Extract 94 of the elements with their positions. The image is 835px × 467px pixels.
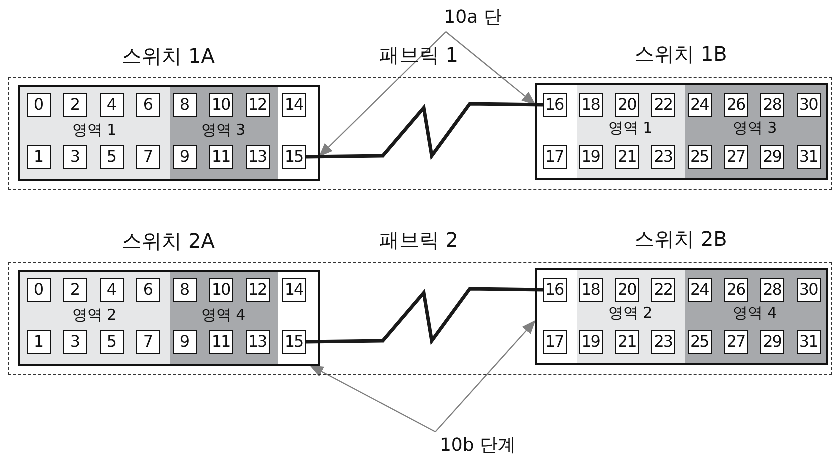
port-number: 3: [63, 144, 87, 168]
callout-label: 10b 단계: [425, 432, 531, 460]
port-number: 7: [136, 330, 160, 354]
zone-area: [684, 84, 826, 178]
port-number: 12: [246, 92, 270, 116]
zone-label: 영역 3: [732, 118, 778, 136]
port-number: 8: [172, 278, 196, 302]
port-number: 29: [760, 330, 784, 354]
zone-label: 영역 4: [200, 306, 247, 324]
port-number: 31: [796, 144, 821, 168]
port-number: 25: [688, 330, 712, 354]
port-number: 4: [100, 92, 124, 116]
port-number: 16: [542, 92, 566, 116]
switch-title: 스위치 1B: [634, 40, 728, 68]
port-number: 13: [246, 144, 270, 168]
port-number: 16: [542, 278, 566, 302]
port-number: 27: [724, 144, 748, 168]
port-number: 10: [209, 92, 233, 116]
zone-label: 영역 4: [732, 304, 778, 322]
port-number: 18: [578, 92, 603, 116]
port-number: 5: [100, 144, 124, 168]
connection-line: [306, 102, 544, 160]
port-number: 27: [724, 330, 748, 354]
switch-title: 스위치 2A: [121, 228, 216, 254]
port-number: 17: [542, 144, 566, 168]
callout-label: 10a 단: [425, 4, 521, 32]
zone-label: 영역 3: [200, 120, 247, 138]
leader-line: [435, 320, 536, 432]
port-number: 30: [796, 278, 821, 302]
port-number: 3: [63, 330, 87, 354]
port-number: 7: [136, 144, 160, 168]
port-number: 23: [651, 330, 676, 354]
port-number: 26: [724, 278, 748, 302]
leader-line: [319, 32, 447, 158]
port-number: 31: [796, 330, 821, 354]
port-number: 18: [578, 278, 603, 302]
zone-label: 영역 1: [71, 120, 118, 138]
port-number: 19: [578, 144, 603, 168]
port-number: 20: [615, 278, 640, 302]
port-number: 14: [282, 278, 306, 302]
port-number: 19: [578, 330, 603, 354]
port-number: 1: [26, 330, 50, 354]
fabric-title: 패브릭 2: [378, 227, 460, 254]
port-number: 28: [760, 278, 784, 302]
zone-label: 영역 2: [71, 306, 118, 324]
zone-label: 영역 2: [607, 304, 654, 322]
port-number: 8: [172, 92, 196, 116]
port-number: 0: [26, 278, 50, 302]
zone-area: [170, 86, 278, 178]
port-number: 2: [63, 92, 87, 116]
port-number: 15: [282, 330, 306, 354]
port-number: 28: [760, 92, 784, 116]
port-number: 29: [760, 144, 784, 168]
leader-line: [446, 32, 536, 106]
port-number: 6: [136, 92, 160, 116]
port-number: 9: [172, 144, 196, 168]
port-number: 2: [63, 278, 87, 302]
zone-label: 영역 1: [607, 118, 654, 136]
port-number: 14: [282, 92, 306, 116]
port-number: 21: [615, 144, 640, 168]
port-number: 24: [688, 278, 712, 302]
port-number: 0: [26, 92, 50, 116]
port-number: 25: [688, 144, 712, 168]
port-number: 30: [796, 92, 821, 116]
port-number: 17: [542, 330, 566, 354]
port-number: 22: [651, 278, 676, 302]
port-number: 4: [100, 278, 124, 302]
port-number: 21: [615, 330, 640, 354]
port-number: 10: [209, 278, 233, 302]
port-number: 1: [26, 144, 50, 168]
port-number: 13: [246, 330, 270, 354]
fabric-title: 패브릭 1: [378, 42, 460, 69]
port-number: 11: [209, 144, 233, 168]
zone-area: [576, 84, 684, 178]
leader-line: [310, 365, 436, 433]
switch-title: 스위치 1A: [121, 42, 216, 70]
zone-area: [170, 272, 278, 364]
port-number: 20: [615, 92, 640, 116]
port-number: 9: [172, 330, 196, 354]
port-number: 23: [651, 144, 676, 168]
connection-line: [306, 287, 544, 346]
port-number: 6: [136, 278, 160, 302]
port-number: 22: [651, 92, 676, 116]
port-number: 15: [282, 144, 306, 168]
zone-area: [684, 270, 826, 362]
port-number: 11: [209, 330, 233, 354]
zone-area: [576, 270, 684, 362]
zone-area: [20, 86, 170, 178]
port-number: 24: [688, 92, 712, 116]
zone-area: [20, 272, 170, 364]
switch-title: 스위치 2B: [634, 226, 728, 252]
port-number: 12: [246, 278, 270, 302]
port-number: 26: [724, 92, 748, 116]
port-number: 5: [100, 330, 124, 354]
